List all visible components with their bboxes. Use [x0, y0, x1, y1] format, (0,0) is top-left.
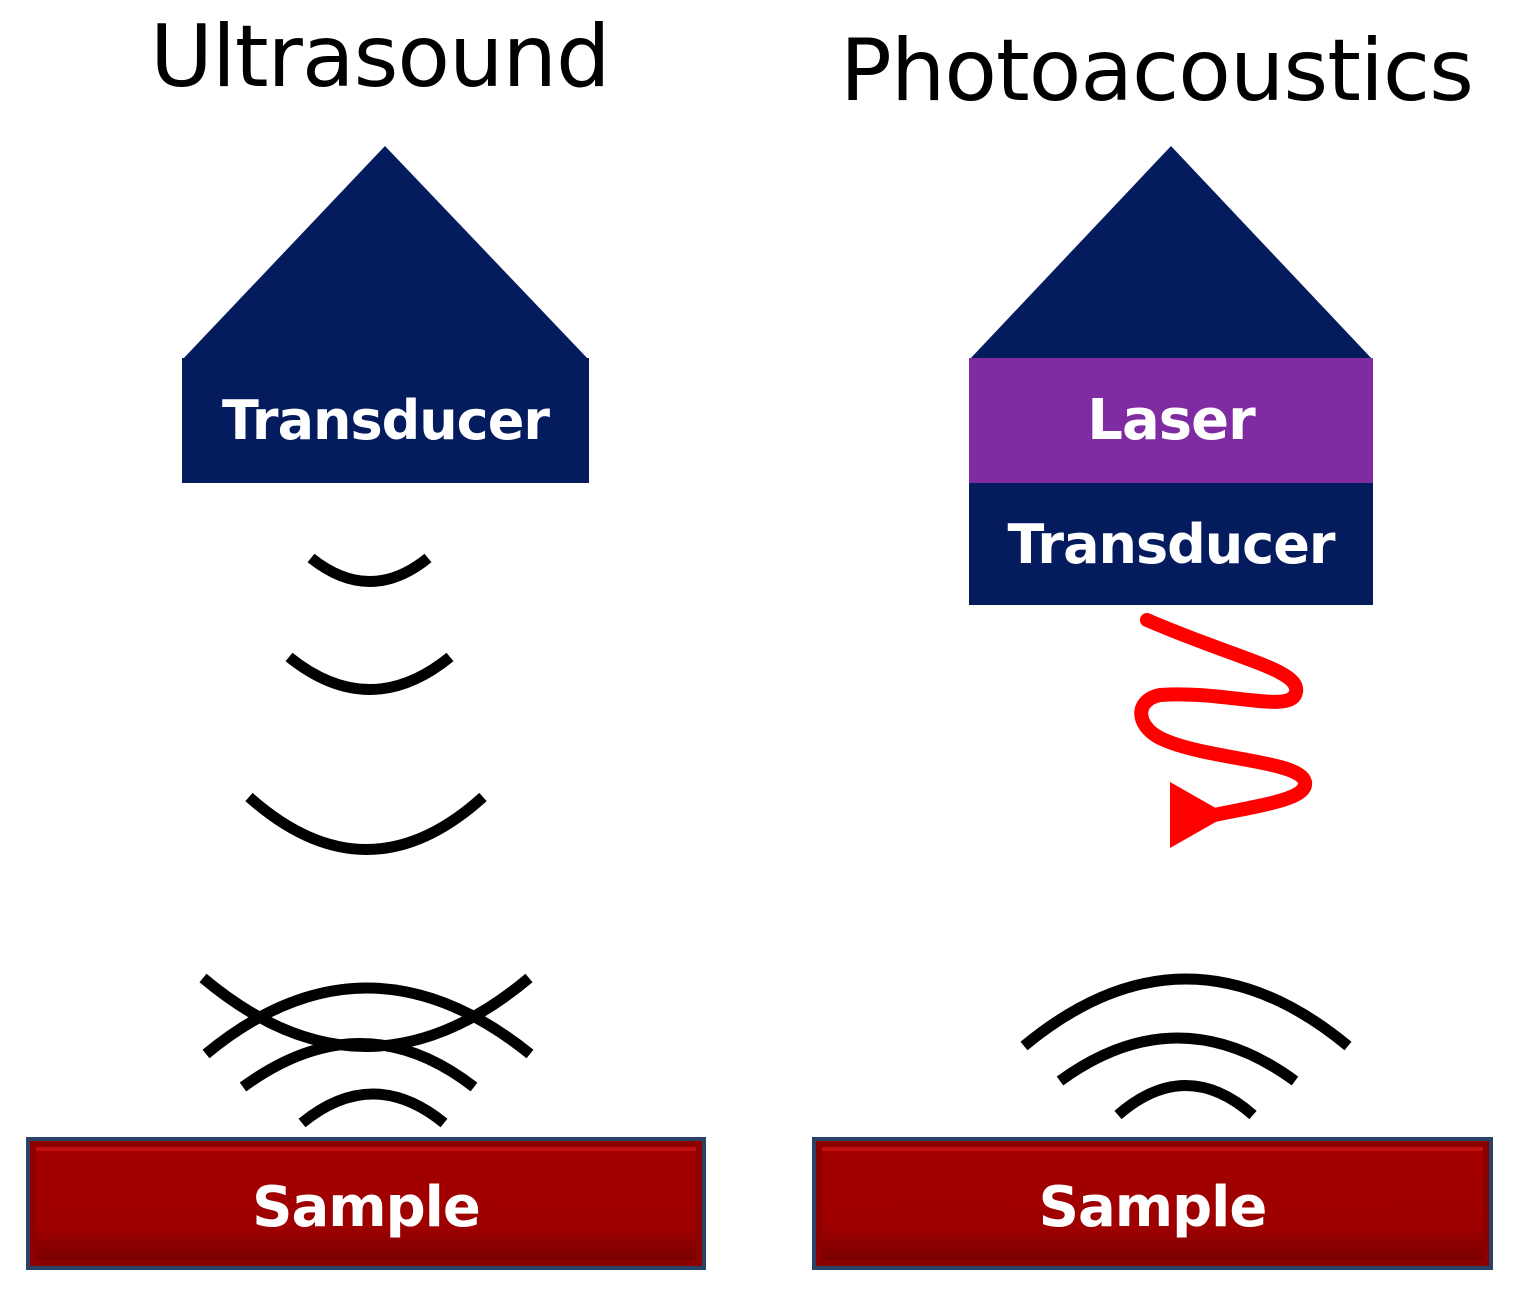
left-sample-surface: [36, 1147, 696, 1260]
right-sample-surface: [822, 1147, 1483, 1260]
generated-wave-arc-outer: [1020, 973, 1352, 1051]
reflected-wave-arc-outer: [202, 982, 534, 1059]
left-probe-head: [182, 146, 589, 360]
right-laser-block: Laser: [969, 358, 1373, 483]
laser-beam-arrowhead: [1170, 782, 1228, 848]
ultrasound-title: Ultrasound: [150, 7, 611, 107]
right-probe-head: [969, 146, 1373, 360]
ultrasound-wave-arcs-icon: [245, 553, 487, 855]
right-transducer-block: Transducer: [969, 483, 1373, 605]
left-transducer-block: Transducer: [182, 358, 589, 483]
right-laser-label: Laser: [1087, 388, 1255, 453]
emitted-wave-arc-3: [245, 792, 487, 855]
generated-wave-arc-middle: [1056, 1032, 1299, 1086]
emitted-wave-arc-2: [285, 652, 454, 695]
right-sample-label: Sample: [1038, 1175, 1268, 1240]
photoacoustic-wave-arcs-icon: [1020, 973, 1352, 1120]
left-sample-label: Sample: [252, 1175, 481, 1240]
reflected-wave-arc-middle: [239, 1038, 478, 1092]
emitted-wave-arc-1: [307, 553, 432, 587]
generated-wave-arc-inner: [1114, 1080, 1257, 1120]
reflected-wave-arcs-icon: [199, 973, 534, 1128]
reflected-wave-arc-inner: [298, 1088, 448, 1128]
photoacoustics-title: Photoacoustics: [840, 21, 1474, 121]
laser-beam-path: [1134, 613, 1312, 825]
laser-zigzag-arrow-icon: [1134, 613, 1312, 848]
left-transducer-label: Transducer: [222, 389, 550, 452]
right-sample-block: Sample: [812, 1137, 1493, 1270]
left-sample-block: Sample: [26, 1137, 706, 1270]
right-transducer-label: Transducer: [1007, 512, 1336, 576]
